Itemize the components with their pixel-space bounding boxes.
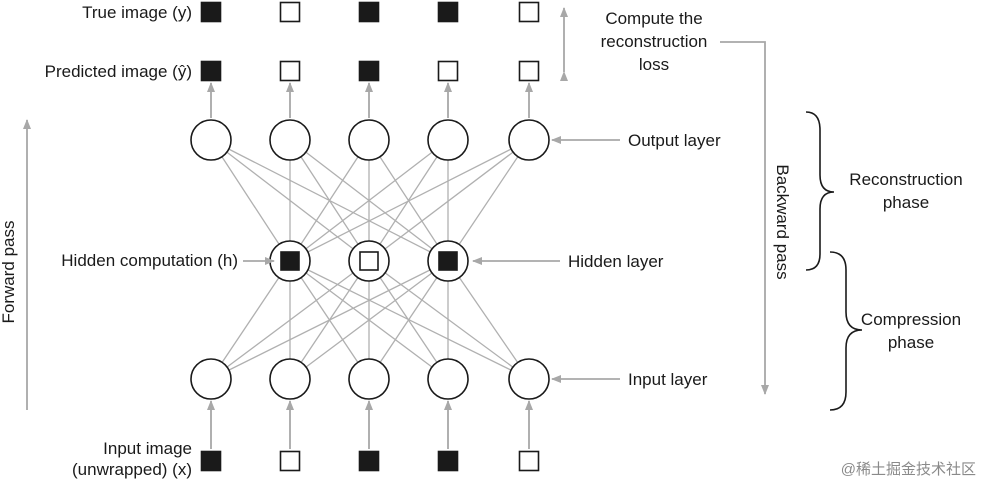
connection-hidden-input bbox=[447, 260, 530, 380]
input-image-pixel bbox=[358, 450, 380, 472]
true-image-pixel bbox=[358, 1, 380, 23]
reconstruction-brace bbox=[805, 111, 835, 271]
input-node bbox=[508, 358, 550, 400]
connection-hidden-input bbox=[368, 260, 530, 380]
input-node bbox=[427, 358, 469, 400]
input-image-pixel bbox=[279, 450, 301, 472]
compression-phase-label-line1: Compression bbox=[861, 310, 961, 329]
predicted-image-pixel bbox=[437, 60, 459, 82]
true-image-pixel bbox=[518, 1, 540, 23]
true-image-pixel bbox=[200, 1, 222, 23]
network-nodes bbox=[190, 119, 550, 400]
hidden-layer-label: Hidden layer bbox=[568, 252, 664, 271]
true-image-pixel bbox=[279, 1, 301, 23]
predicted-image-label: Predicted image (ŷ) bbox=[45, 62, 192, 81]
predicted-image-pixel bbox=[358, 60, 380, 82]
connection-output-hidden bbox=[447, 139, 530, 262]
connection-output-hidden bbox=[289, 139, 370, 262]
input-image-label-line1: Input image bbox=[103, 439, 192, 458]
connection-hidden-input bbox=[289, 260, 530, 380]
backward-pass-label: Backward pass bbox=[773, 164, 792, 279]
predicted-image-pixel bbox=[518, 60, 540, 82]
true-image-pixel bbox=[437, 1, 459, 23]
true-image-label: True image (y) bbox=[82, 3, 192, 22]
input-layer-label: Input layer bbox=[628, 370, 708, 389]
input-image-pixel bbox=[200, 450, 222, 472]
predicted-image-pixel bbox=[200, 60, 222, 82]
image-pixels bbox=[200, 1, 540, 472]
layer-arrows bbox=[207, 82, 533, 449]
input-node bbox=[269, 358, 311, 400]
reconstruction-phase-label-line2: phase bbox=[883, 193, 929, 212]
hidden-unit-square bbox=[359, 251, 379, 271]
reconstruction-phase-label-line1: Reconstruction bbox=[849, 170, 962, 189]
output-layer-label: Output layer bbox=[628, 131, 721, 150]
compute-loss-label-line2: reconstruction bbox=[601, 32, 708, 51]
hidden-unit-square bbox=[438, 251, 458, 271]
output-node bbox=[190, 119, 232, 161]
predicted-image-pixel bbox=[279, 60, 301, 82]
compute-loss-label-line1: Compute the bbox=[605, 9, 702, 28]
forward-pass-label: Forward pass bbox=[0, 221, 18, 324]
connection-hidden-input bbox=[210, 260, 449, 380]
input-node bbox=[348, 358, 390, 400]
connection-hidden-input bbox=[368, 260, 449, 380]
watermark-text: @稀土掘金技术社区 bbox=[841, 461, 976, 478]
input-node bbox=[190, 358, 232, 400]
output-node bbox=[269, 119, 311, 161]
connection-hidden-input bbox=[210, 260, 370, 380]
connection-output-hidden bbox=[289, 139, 530, 262]
connection-hidden-input bbox=[210, 260, 291, 380]
connection-output-hidden bbox=[368, 139, 530, 262]
backward-pass-arrow bbox=[720, 41, 769, 395]
input-image-label-line2: (unwrapped) (x) bbox=[72, 460, 192, 479]
input-image-pixel bbox=[518, 450, 540, 472]
input-image-pixel bbox=[437, 450, 459, 472]
compute-loss-label-line3: loss bbox=[639, 55, 669, 74]
output-node bbox=[508, 119, 550, 161]
connection-output-hidden bbox=[289, 139, 449, 262]
output-node bbox=[427, 119, 469, 161]
connection-output-hidden bbox=[210, 139, 291, 262]
compression-brace bbox=[829, 251, 863, 411]
compression-phase-label-line2: phase bbox=[888, 333, 934, 352]
connection-hidden-input bbox=[289, 260, 449, 380]
hidden-computation-label: Hidden computation (h) bbox=[61, 251, 238, 270]
hidden-unit-square bbox=[280, 251, 300, 271]
output-node bbox=[348, 119, 390, 161]
